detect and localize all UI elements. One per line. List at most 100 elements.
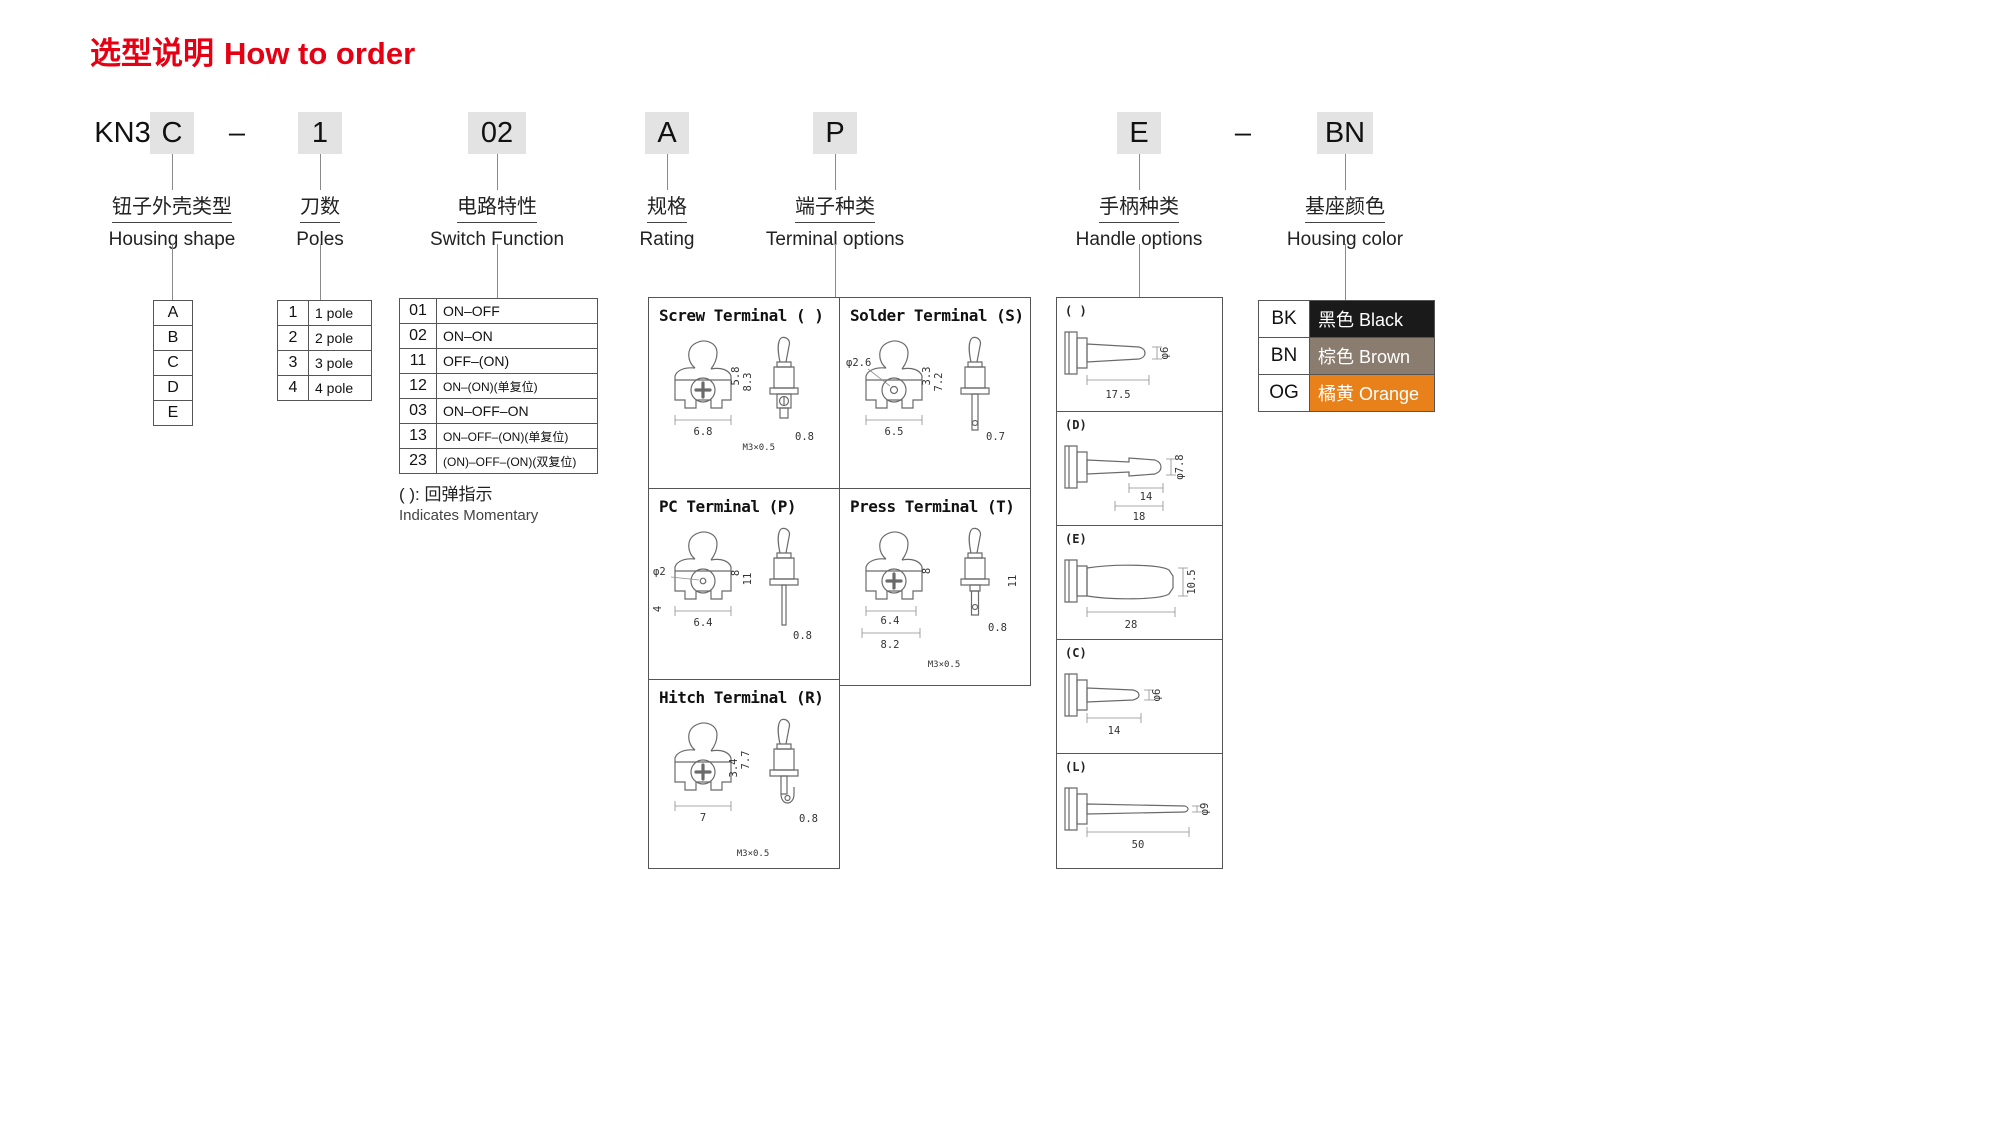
terminal-drawing-screw: 6.8 5.8 8.3 M3×0.5 0.8 [674,336,814,453]
handle-cell-default: ( ) 17.5 φ6 [1057,298,1222,411]
leader-line [835,244,836,297]
dim-label: 28 [1125,619,1138,631]
code-segment-handle: E [1117,112,1161,154]
phillips-screw-icon [694,763,712,781]
function-desc: ON–ON [437,324,597,348]
dim-label: 0.8 [988,622,1007,634]
function-desc: (ON)–OFF–(ON)(双复位) [437,449,597,473]
dim-label: 17.5 [1105,389,1130,401]
handle-drawing-c: 14 φ6 [1064,673,1163,737]
leader-line [835,154,836,190]
terminal-drawing-press: 6.4 8.2 8 M3×0.5 11 0.8 [861,527,1019,670]
function-code: 11 [400,349,436,373]
rating-label-zh: 规格 [647,190,687,223]
switch-function-table: 01 ON–OFF 02 ON–ON 11 OFF–(ON) 12 ON–(ON… [399,298,598,474]
column-label-poles: 刀数 Poles [260,190,380,251]
switch-side-view [960,336,990,395]
code-segment-poles: 1 [298,112,342,154]
function-code: 01 [400,299,436,323]
leader-line [497,244,498,298]
housing-shape-label-en: Housing shape [108,229,236,250]
handle-variant-label: (L) [1065,760,1087,774]
handle-cell-c: (C) 14 φ6 [1057,640,1222,753]
poles-code: 1 [278,301,308,325]
switch-side-view [769,336,799,395]
dim-label: 6.8 [694,426,713,438]
momentary-note-en: Indicates Momentary [399,507,539,524]
phillips-screw-icon [694,381,712,399]
code-dash-1: – [228,116,246,149]
dim-label: 14 [1108,725,1121,737]
function-desc: ON–(ON)(单复位) [437,374,597,398]
terminal-title-press: Press Terminal (T) [850,497,1015,516]
column-label-handle: 手柄种类 Handle options [1029,190,1249,251]
leader-line [1139,154,1140,190]
leader-line [172,154,173,190]
code-prefix: KN3 [94,116,151,149]
dim-label: 0.8 [799,813,818,825]
function-desc: OFF–(ON) [437,349,597,373]
housing-shape-label-zh: 钮子外壳类型 [112,190,232,223]
dim-label: 10.5 [1186,569,1198,594]
dim-label: 14 [1140,491,1153,503]
handle-variant-label: ( ) [1065,304,1087,318]
housing-color-label-en: Housing color [1286,229,1404,250]
code-segment-housing-shape: C [150,112,194,154]
code-segment-function: 02 [468,112,526,154]
function-label-en: Switch Function [429,229,565,250]
terminal-cell-solder: Solder Terminal (S) φ2.6 6.5 3.3 7.2 0.7 [840,298,1030,488]
terminal-cell-press: Press Terminal (T) 6.4 8.2 8 M3×0.5 11 0… [840,489,1030,685]
color-code-bn: BN [1259,338,1309,374]
column-label-terminal: 端子种类 Terminal options [725,190,945,251]
dim-label: 6.5 [885,426,904,438]
handle-label-en: Handle options [1075,229,1203,250]
terminal-drawing-solder: φ2.6 6.5 3.3 7.2 0.7 [846,336,1005,443]
column-label-rating: 规格 Rating [607,190,727,251]
page-title-en: How to order [224,36,416,71]
dim-label: 8 [730,570,742,576]
column-label-housing-color: 基座颜色 Housing color [1245,190,1445,251]
dim-label: 8 [921,568,933,574]
color-swatch-black: 黑色 Black [1310,301,1434,337]
function-desc: ON–OFF [437,299,597,323]
handle-cell-l: (L) 50 φ9 [1057,754,1222,868]
switch-side-view [769,718,799,777]
page-title: 选型说明 How to order [90,28,415,73]
dim-label: φ6 [1159,347,1171,360]
function-code: 03 [400,399,436,423]
momentary-note-zh: ( ): 回弹指示 [399,485,493,504]
leader-line [1345,154,1346,190]
terminal-cell-hitch: Hitch Terminal (R) 7 M3×0.5 3.4 7.7 0.8 [649,680,839,868]
function-code: 02 [400,324,436,348]
housing-shape-options-table: A B C D E [153,300,193,426]
code-segment-terminal: P [813,112,857,154]
code-segment-color: BN [1317,112,1373,154]
poles-label-zh: 刀数 [300,190,340,223]
housing-option-c: C [154,351,192,375]
function-code: 12 [400,374,436,398]
poles-desc: 2 pole [309,326,371,350]
handle-drawing-e: 28 10.5 [1064,559,1198,631]
handle-label-zh: 手柄种类 [1099,190,1179,223]
leader-line [1345,244,1346,300]
handle-cell-d: (D) 14 18 φ7.8 [1057,412,1222,525]
switch-front-view [865,340,923,409]
dim-label: 5.8 [730,367,742,386]
housing-option-b: B [154,326,192,350]
handle-drawing-d: 14 18 φ7.8 [1064,445,1186,523]
terminal-cell-screw: Screw Terminal ( ) 6.8 5.8 8.3 M3×0.5 0.… [649,298,839,488]
poles-code: 2 [278,326,308,350]
housing-option-e: E [154,401,192,425]
leader-line [320,244,321,300]
dim-label: 6.4 [881,615,900,627]
phillips-screw-icon [885,572,903,590]
poles-desc: 3 pole [309,351,371,375]
color-code-og: OG [1259,375,1309,411]
handle-variant-label: (D) [1065,418,1087,432]
leader-line [497,154,498,190]
page-title-zh: 选型说明 [90,36,214,71]
dim-label: 7 [700,812,706,824]
dim-label: 18 [1133,511,1146,523]
poles-desc: 4 pole [309,376,371,400]
function-code: 23 [400,449,436,473]
